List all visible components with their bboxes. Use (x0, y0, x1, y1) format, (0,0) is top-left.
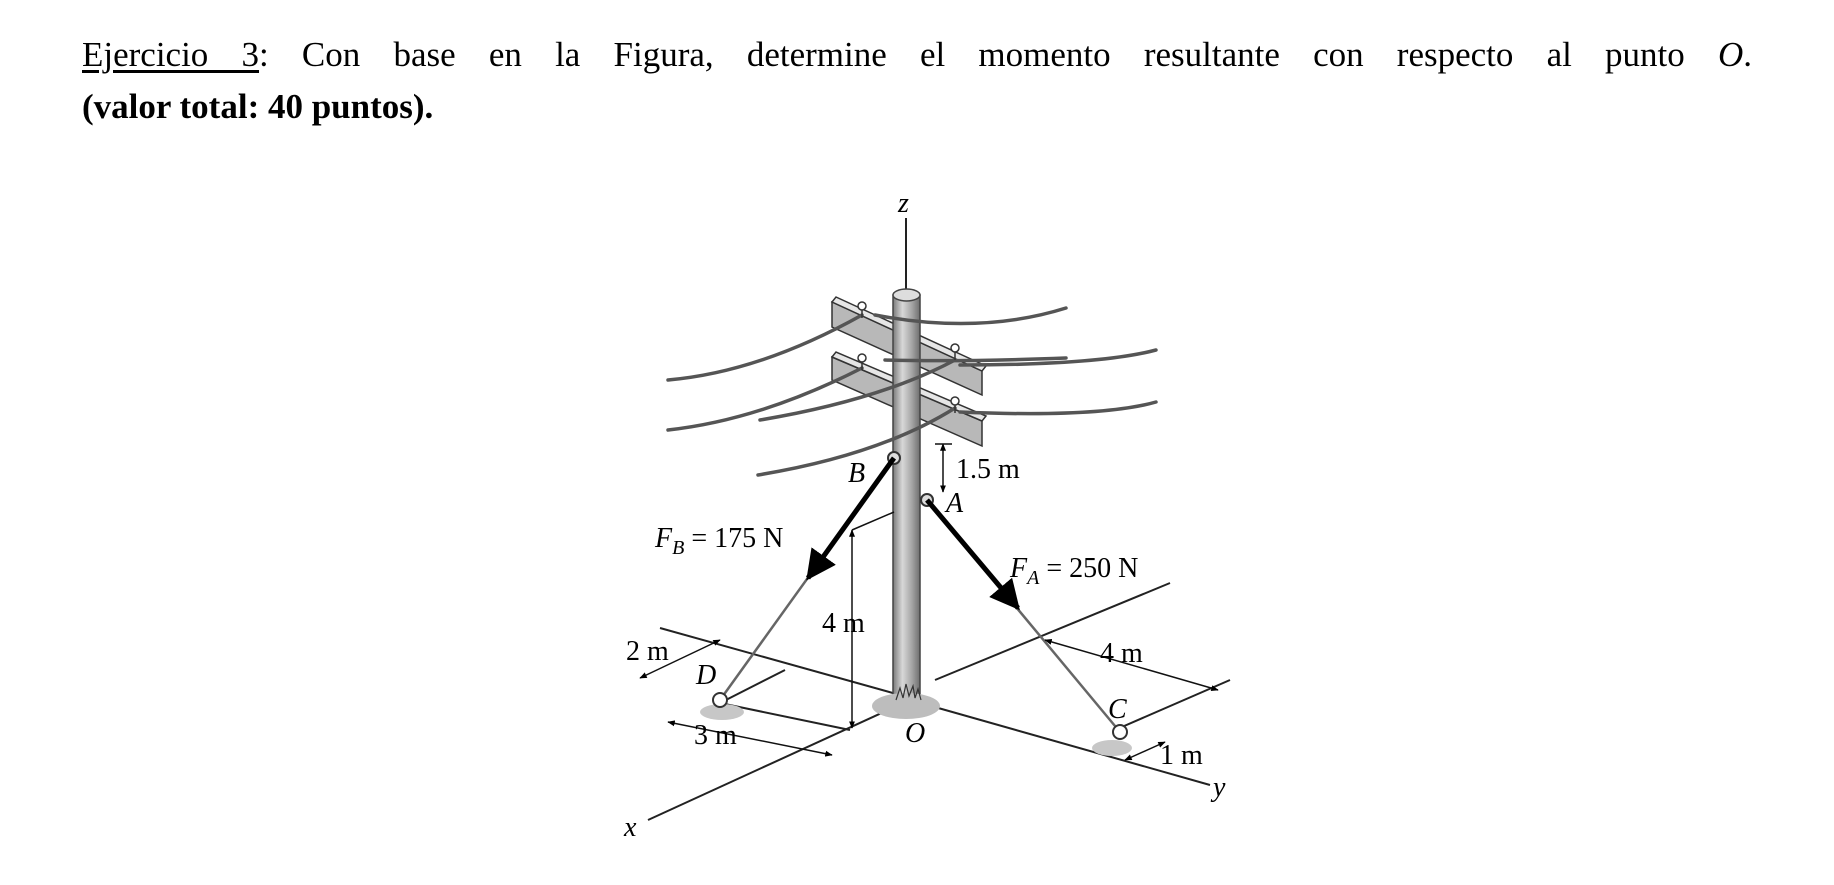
dim-4-y-line (1044, 638, 1219, 692)
dimension-lines (639, 443, 1219, 761)
point-a-label: A (944, 488, 964, 519)
dim-1-label: 1 m (1160, 740, 1203, 771)
force-b-label: FB = 175 N (654, 523, 783, 559)
statement-text: : Con base en la Figura, determine el mo… (259, 35, 1718, 74)
axes-group (647, 218, 1231, 821)
power-lines (666, 306, 1158, 477)
point-d-label: D (695, 660, 716, 691)
insulators (857, 301, 960, 413)
dim-2-label: 2 m (626, 636, 669, 667)
c-ground-line (1114, 679, 1231, 731)
anchor-d (700, 692, 744, 720)
point-b-label: B (848, 458, 865, 489)
axis-y-label: y (1210, 772, 1226, 803)
force-a-arrow (925, 498, 1020, 611)
axis-z-label: z (897, 188, 909, 219)
dim-3-label: 3 m (694, 720, 737, 751)
pole-base-shadow (872, 693, 940, 719)
pole-to-x-line (659, 627, 901, 696)
force-b-arrow (805, 456, 897, 581)
force-a-label: FA = 250 N (1009, 553, 1138, 589)
dim-4-height-label: 4 m (822, 608, 865, 639)
points-value: (valor total: 40 puntos). (82, 87, 434, 126)
dim-4-y-label: 4 m (1100, 638, 1143, 669)
exercise-statement: Ejercicio 3: Con base en la Figura, dete… (82, 30, 1752, 80)
y-axis-line (934, 582, 1171, 681)
exercise-label: Ejercicio 3 (82, 35, 260, 74)
axis-x-label: x (623, 812, 637, 843)
dim-1-line (1124, 741, 1166, 761)
y-axis-line-near (909, 699, 1211, 786)
dim-1-5-label: 1.5 m (956, 454, 1020, 485)
point-o-label: O (905, 718, 925, 749)
point-o-reference: O (1717, 35, 1744, 74)
statement-end: . (1743, 35, 1752, 74)
point-c-label: C (1108, 694, 1127, 725)
dim-3-line (667, 720, 833, 757)
x-axis-line (647, 699, 911, 821)
dim-2-line (639, 639, 721, 679)
d-ground-line (719, 669, 786, 704)
anchor-c (1092, 724, 1132, 756)
